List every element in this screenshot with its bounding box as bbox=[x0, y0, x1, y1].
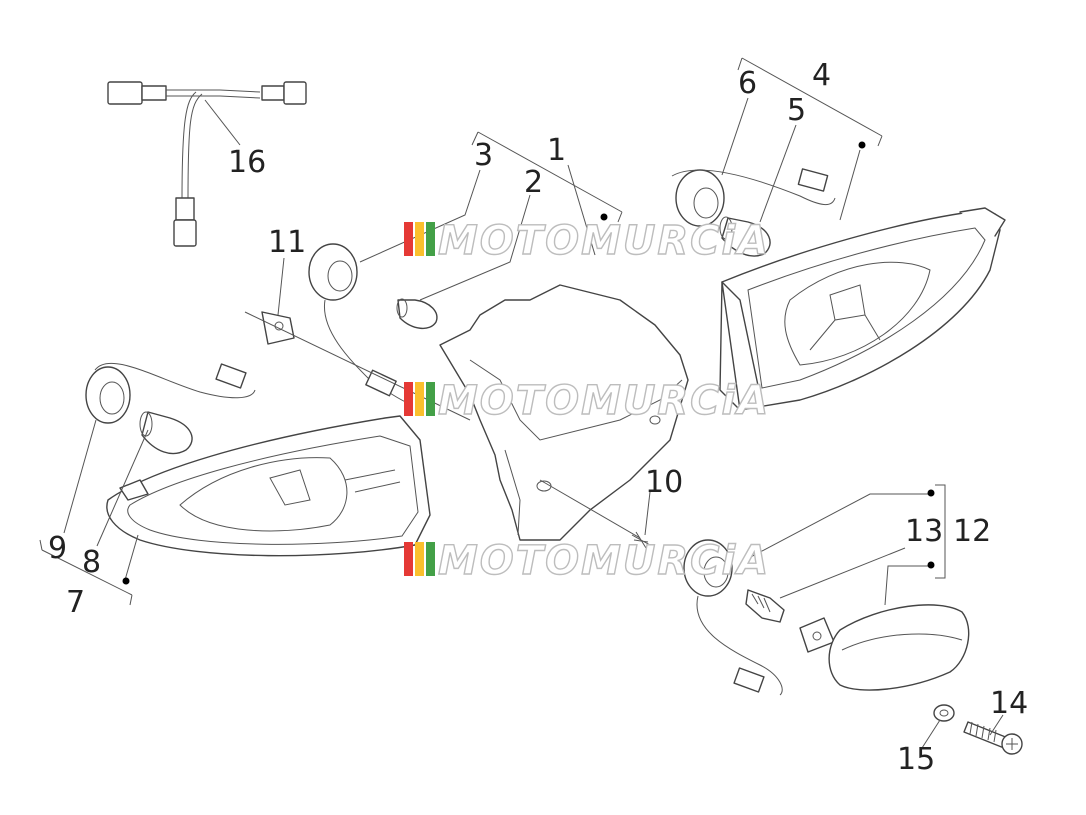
part-16-wiring-harness bbox=[107, 81, 307, 247]
watermark-stripe-red bbox=[404, 222, 413, 256]
watermark-stripe-yellow bbox=[415, 382, 424, 416]
watermark-text: MOTOMURCiA bbox=[438, 538, 770, 584]
callout-labels: 1 2 3 4 5 6 7 8 9 10 11 12 13 14 15 16 bbox=[48, 58, 1028, 777]
callout-10: 10 bbox=[645, 465, 683, 500]
callout-5: 5 bbox=[787, 93, 806, 128]
callout-11: 11 bbox=[268, 225, 306, 260]
callout-1: 1 bbox=[547, 133, 566, 168]
part-1-center-housing bbox=[439, 284, 689, 541]
callout-6: 6 bbox=[738, 66, 757, 101]
part-14-screw bbox=[963, 721, 1023, 755]
callout-15: 15 bbox=[897, 742, 935, 777]
part-12-plate-light-lens bbox=[828, 604, 970, 691]
watermark-stripe-red bbox=[404, 382, 413, 416]
callout-14: 14 bbox=[990, 686, 1028, 721]
callout-4: 4 bbox=[812, 58, 831, 93]
part-13-plate-light-bulb bbox=[745, 589, 785, 623]
callout-16: 16 bbox=[228, 145, 266, 180]
watermark-middle: MOTOMURCiA bbox=[404, 377, 770, 425]
part-3-center-bulb-socket bbox=[308, 243, 411, 405]
watermark-stripe-green bbox=[426, 542, 435, 576]
callout-13: 13 bbox=[905, 514, 943, 549]
watermark-stripe-green bbox=[426, 382, 435, 416]
watermark-text: MOTOMURCiA bbox=[438, 378, 770, 424]
watermark-text: MOTOMURCiA bbox=[438, 218, 770, 264]
part-plate-light-socket bbox=[683, 539, 783, 696]
watermark-stripe-yellow bbox=[415, 542, 424, 576]
watermark-stripe-red bbox=[404, 542, 413, 576]
part-15-washer bbox=[933, 704, 955, 722]
part-plate-light-clip bbox=[799, 617, 835, 653]
callout-7: 7 bbox=[66, 585, 85, 620]
watermark-top: MOTOMURCiA bbox=[404, 217, 770, 265]
reference-dots bbox=[122, 141, 935, 585]
part-4-right-tail-light bbox=[719, 207, 1006, 411]
callout-3: 3 bbox=[474, 138, 493, 173]
callout-9: 9 bbox=[48, 531, 67, 566]
watermark-stripe-green bbox=[426, 222, 435, 256]
watermark-bottom: MOTOMURCiA bbox=[404, 537, 770, 585]
part-2-center-bulb bbox=[396, 298, 438, 329]
part-5-right-bulb bbox=[719, 216, 771, 257]
part-10-screw bbox=[631, 531, 651, 549]
part-9-left-bulb-socket bbox=[85, 362, 256, 424]
part-8-left-bulb bbox=[139, 411, 193, 455]
callout-12: 12 bbox=[953, 514, 991, 549]
part-7-left-tail-light bbox=[106, 415, 431, 557]
leader-lines bbox=[39, 57, 1004, 749]
watermark-stripe-yellow bbox=[415, 222, 424, 256]
callout-8: 8 bbox=[82, 545, 101, 580]
part-6-right-bulb-socket bbox=[671, 168, 836, 227]
callout-2: 2 bbox=[524, 165, 543, 200]
